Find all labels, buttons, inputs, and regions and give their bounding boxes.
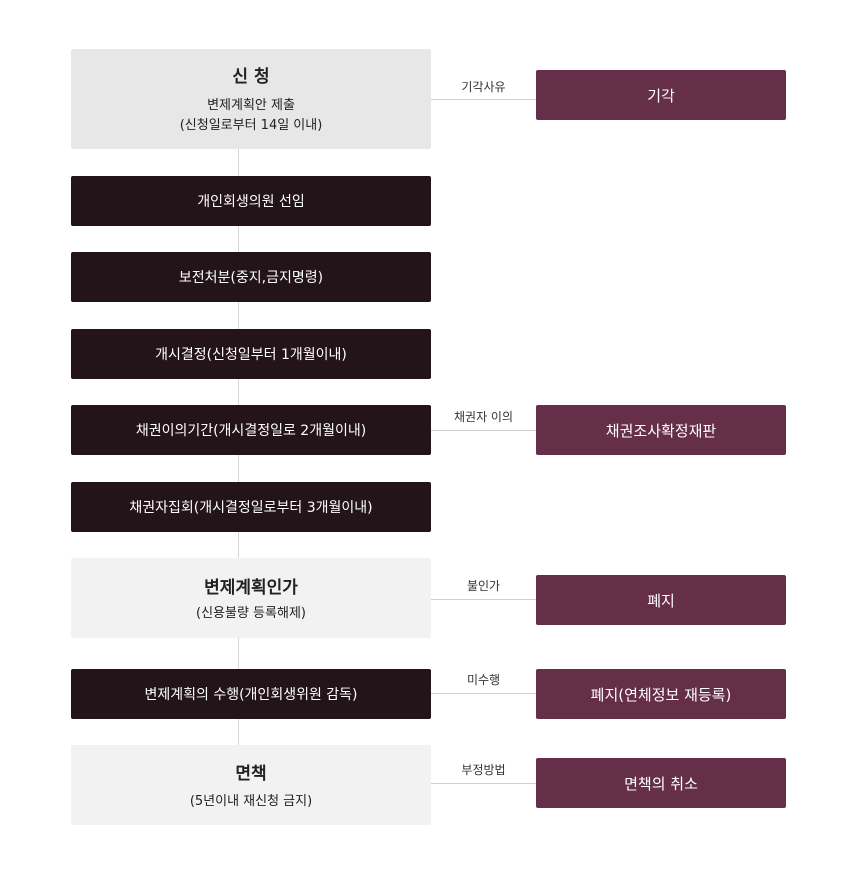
connector-line <box>238 719 239 745</box>
step-title: 변제계획의 수행(개인회생위원 감독) <box>144 687 358 703</box>
step-title: 보전처분(중지,금지명령) <box>178 270 324 286</box>
branch-label: 미수행 <box>466 673 501 687</box>
step-objection-period: 채권이의기간(개시결정일로 2개월이내) <box>71 405 431 455</box>
step-creditors-meeting: 채권자집회(개시결정일로부터 3개월이내) <box>71 482 431 532</box>
step-plan-execution: 변제계획의 수행(개인회생위원 감독) <box>71 669 431 719</box>
branch-connector <box>431 599 536 600</box>
step-subtitle: (신용불량 등록해제) <box>196 605 306 621</box>
result-abolition: 폐지 <box>536 575 786 625</box>
step-application: 신 청 변제계획안 제출 (신청일로부터 14일 이내) <box>71 49 431 149</box>
branch-connector <box>431 783 536 784</box>
result-title: 면책의 취소 <box>624 774 698 793</box>
step-title: 신 청 <box>232 67 270 87</box>
branch-label: 채권자 이의 <box>453 410 513 424</box>
step-discharge: 면책 (5년이내 재신청 금지) <box>71 745 431 825</box>
branch-connector <box>431 99 536 100</box>
branch-connector <box>431 430 536 431</box>
result-discharge-cancellation: 면책의 취소 <box>536 758 786 808</box>
step-title: 개시결정(신청일부터 1개월이내) <box>155 347 347 363</box>
step-subtitle: 변제계획안 제출 <box>207 98 295 113</box>
result-title: 폐지 <box>647 591 675 610</box>
branch-label: 기각사유 <box>461 80 506 94</box>
branch-label: 부정방법 <box>461 763 506 777</box>
connector-line <box>238 455 239 482</box>
step-subtitle: (신청일로부터 14일 이내) <box>179 118 323 133</box>
step-title: 변제계획인가 <box>204 577 298 598</box>
connector-line <box>238 149 239 176</box>
result-title: 채권조사확정재판 <box>605 421 717 440</box>
branch-label: 불인가 <box>466 579 501 593</box>
result-abolition-reregistration: 폐지(연체정보 재등록) <box>536 669 786 719</box>
step-preservation-measure: 보전처분(중지,금지명령) <box>71 252 431 302</box>
step-title: 개인회생의원 선임 <box>197 194 305 210</box>
step-commissioner-appointment: 개인회생의원 선임 <box>71 176 431 226</box>
step-plan-approval: 변제계획인가 (신용불량 등록해제) <box>71 558 431 638</box>
result-title: 폐지(연체정보 재등록) <box>590 685 732 704</box>
step-title: 면책 <box>235 763 267 784</box>
branch-connector <box>431 693 536 694</box>
connector-line <box>238 379 239 405</box>
connector-line <box>238 638 239 669</box>
result-claim-assessment-trial: 채권조사확정재판 <box>536 405 786 455</box>
connector-line <box>238 532 239 558</box>
step-title: 채권이의기간(개시결정일로 2개월이내) <box>135 423 367 439</box>
step-commencement-decision: 개시결정(신청일부터 1개월이내) <box>71 329 431 379</box>
step-title: 채권자집회(개시결정일로부터 3개월이내) <box>129 500 373 516</box>
connector-line <box>238 302 239 329</box>
result-title: 기각 <box>647 86 675 105</box>
step-subtitle: (5년이내 재신청 금지) <box>189 793 313 809</box>
result-dismissal: 기각 <box>536 70 786 120</box>
connector-line <box>238 226 239 252</box>
